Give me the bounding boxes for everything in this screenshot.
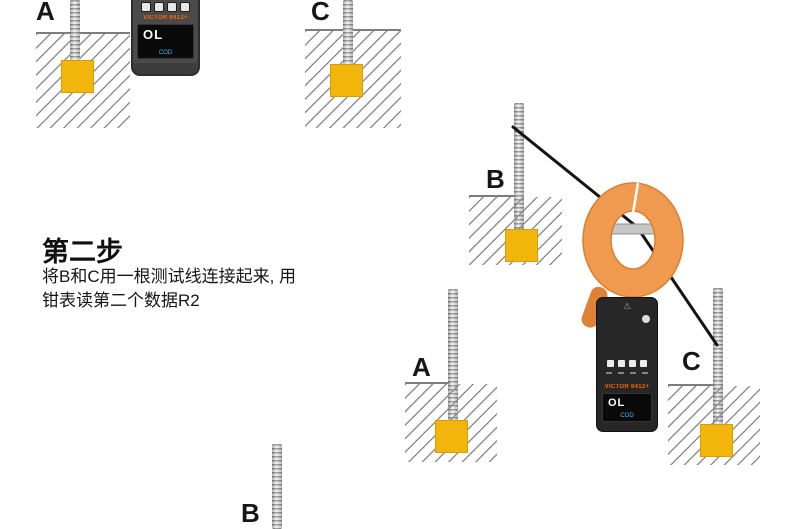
warning-icon: ⚠ [622,301,632,311]
electrode-label-a: A [36,0,56,26]
meter-lcd: OL COD [602,393,652,422]
clamp-jaw-outline [582,182,684,298]
electrode-block [700,424,733,457]
step-description: 将B和C用一根测试线连接起来, 用 钳表读第二个数据R2 [42,265,296,313]
ground-surface-line [36,32,130,34]
electrode-block [435,420,468,453]
meter-button [181,3,189,11]
lcd-sub-reading: COD [158,50,173,56]
power-button [642,315,650,323]
ground-rod [448,289,458,427]
meter-lcd: OL COD [137,24,194,59]
ground-surface-line [405,382,449,384]
clamp-meter-mini: VICTOR 6412+ OL COD [131,0,200,76]
ground-rod [343,0,353,80]
ground-rod [713,288,723,432]
meter-brand-label: VICTOR 6412+ [604,384,650,390]
electrode-block [61,60,94,93]
electrode-label-c: C [682,346,702,376]
clamp-meter-body: ⚠ VICTOR 6412+ OL COD [596,297,658,432]
ground-surface-line [668,384,714,386]
jaw-gap-icon [631,182,640,214]
clamp-jaw-ring [583,183,683,297]
step-heading: 第二步 [42,237,123,267]
ground-rod [272,444,282,529]
meter-button [618,360,625,367]
electrode-label-a: A [412,352,432,382]
meter-brand-label: VICTOR 6412+ [143,15,188,21]
ground-surface-line [305,29,401,31]
meter-button [142,3,150,11]
clamped-conductor [603,223,662,235]
meter-button [640,360,647,367]
electrode-block [505,229,538,262]
lcd-sub-reading: COD [620,413,634,419]
meter-button [168,3,176,11]
meter-button [629,360,636,367]
lcd-reading: OL [143,27,164,42]
electrode-label-b: B [241,498,261,528]
step-description-line2: 钳表读第二个数据R2 [42,291,200,310]
electrode-label-b: B [486,164,506,194]
ground-surface-line [469,195,515,197]
meter-keypad [597,360,657,367]
meter-button [155,3,163,11]
meter-bottom-panel [133,63,198,74]
electrode-label-c: C [311,0,331,26]
meter-button [607,360,614,367]
step-description-line1: 将B和C用一根测试线连接起来, 用 [42,267,297,286]
ground-rod [70,0,80,77]
clamp-jaw-hole-outline [610,210,656,270]
meter-keypad [133,3,198,11]
lcd-reading: OL [608,397,626,409]
button-caption-marks [597,372,657,374]
electrode-block [330,64,363,97]
